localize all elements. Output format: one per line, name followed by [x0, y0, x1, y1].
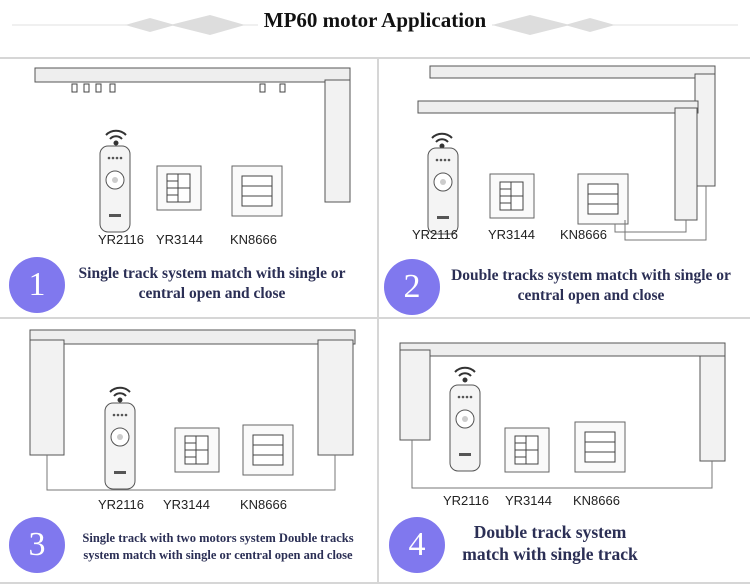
label-panel-1: KN8666	[230, 232, 277, 247]
panel-1-illustration	[34, 67, 351, 233]
panel-4-description: Double track system match with single tr…	[462, 522, 638, 564]
panel-3-number-badge: 3	[9, 517, 65, 573]
label-switch-2: YR3144	[488, 227, 535, 242]
label-remote-4: YR2116	[443, 493, 490, 508]
page-title: MP60 motor Application	[0, 8, 750, 33]
label-panel-4: KN8666	[573, 493, 620, 508]
panel-1-description: Single track system match with single or…	[78, 265, 346, 303]
panel-2-number-badge: 2	[384, 259, 440, 315]
panel-1-number-badge: 1	[9, 257, 65, 313]
panel-3-description: Single track with two motors system Doub…	[82, 531, 354, 562]
label-remote-1: YR2116	[98, 232, 145, 247]
label-switch-1: YR3144	[156, 232, 203, 247]
label-remote-3: YR2116	[98, 497, 145, 512]
panel-3-illustration	[29, 329, 356, 491]
panel-4-number-badge: 4	[389, 517, 445, 573]
label-panel-2: KN8666	[560, 227, 607, 242]
panel-2-description: Double tracks system match with single o…	[451, 267, 731, 305]
panel-4-illustration	[399, 342, 726, 489]
panel-2-illustration	[417, 65, 716, 241]
panel-dividers	[0, 57, 750, 584]
label-switch-4: YR3144	[505, 493, 552, 508]
title-decoration	[12, 15, 738, 35]
label-remote-2: YR2116	[412, 227, 459, 242]
label-panel-3: KN8666	[240, 497, 287, 512]
label-switch-3: YR3144	[163, 497, 210, 512]
